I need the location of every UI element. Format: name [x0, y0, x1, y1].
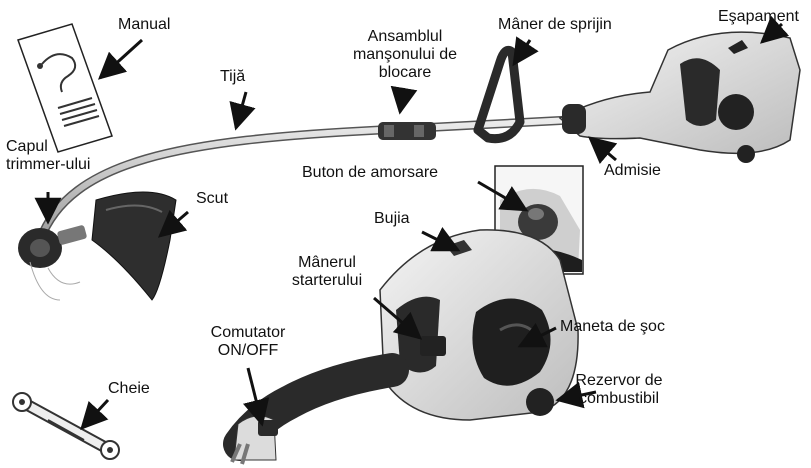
label-cheie: Cheie: [108, 380, 150, 398]
label-rezervor: Rezervor de combustibil: [564, 372, 674, 408]
arrow-cheie: [82, 400, 108, 428]
arrow-ansamblu: [400, 88, 404, 112]
label-manual: Manual: [118, 16, 170, 34]
label-esapament: Eşapament: [718, 8, 799, 26]
label-scut: Scut: [196, 190, 228, 208]
shield: [92, 192, 176, 300]
wrench: [13, 393, 119, 459]
label-maneta-soc: Maneta de şoc: [560, 318, 665, 336]
label-tija: Tijă: [220, 68, 245, 86]
label-maner-starter: Mânerul starterului: [282, 254, 372, 290]
trimmer-head: [18, 225, 87, 300]
locking-sleeve: [378, 122, 436, 140]
arrow-manual: [100, 40, 142, 78]
label-capul: Capul trimmer-ului: [6, 138, 90, 174]
arrow-admisie: [590, 138, 616, 160]
label-comutator: Comutator ON/OFF: [198, 324, 298, 360]
manual-booklet: [18, 24, 112, 152]
label-maner-sprijin: Mâner de sprijin: [498, 16, 612, 34]
label-ansamblu: Ansamblul manşonului de blocare: [338, 28, 472, 82]
label-buton-amorsare: Buton de amorsare: [302, 164, 438, 182]
lower-engine: [380, 230, 578, 420]
lower-handle: [232, 370, 392, 464]
label-admisie: Admisie: [604, 162, 661, 180]
arrow-tija: [236, 92, 246, 128]
label-bujia: Bujia: [374, 210, 410, 228]
